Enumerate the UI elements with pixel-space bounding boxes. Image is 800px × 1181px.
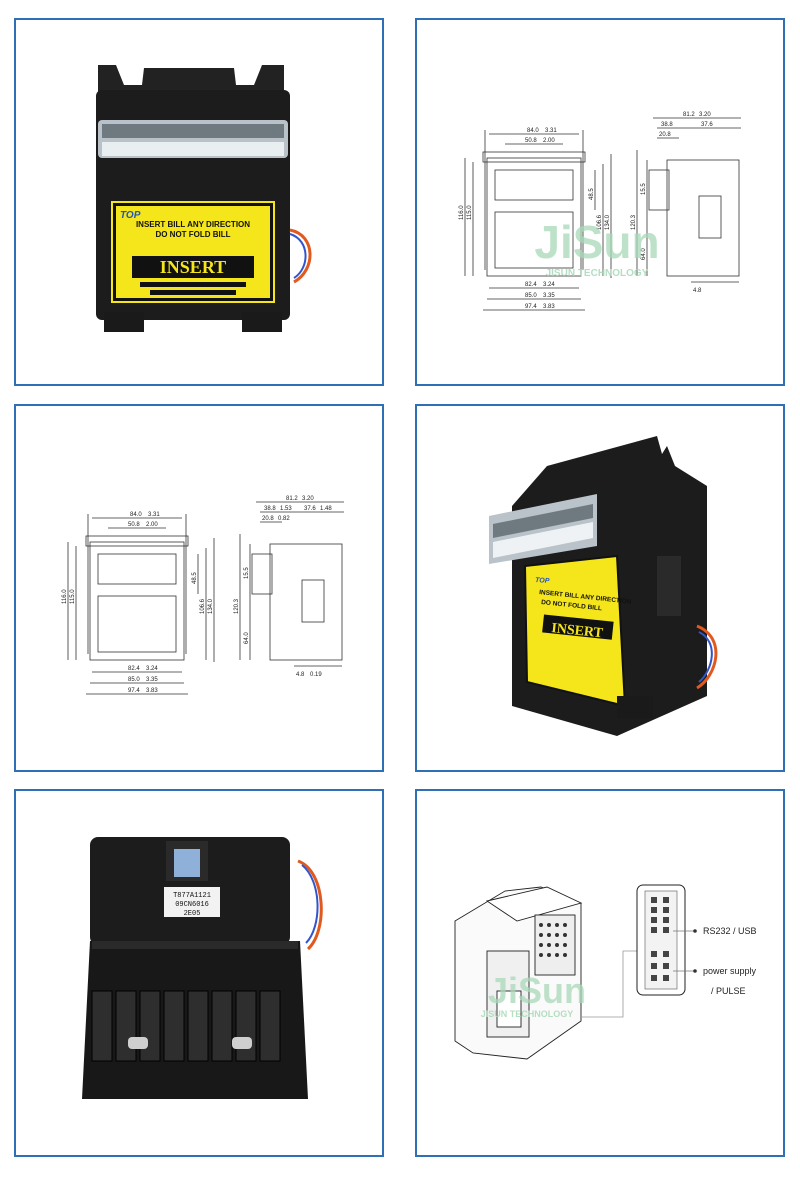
dim-120: 120.3 [631, 214, 637, 230]
dim-134: 134.0 [605, 214, 611, 230]
dim-120-b: 120.3 [234, 598, 240, 614]
dim-50: 50.8 [525, 138, 537, 144]
dim-20-in-b: 0.82 [278, 516, 290, 522]
angled-view-panel: TOP INSERT BILL ANY DIRECTION DO NOT FOL… [415, 404, 785, 772]
dim-97-b: 97.4 [128, 688, 140, 694]
dim-38-in-b: 1.53 [280, 506, 292, 512]
dim-81-in-b: 3.20 [302, 496, 314, 502]
dim-116-b: 116.0 [62, 589, 68, 604]
dim-84-b: 84.0 [130, 512, 142, 518]
dim-81: 81.2 [683, 112, 695, 118]
dim-37-b: 37.6 [304, 506, 316, 512]
dim-4: 4.8 [693, 288, 702, 294]
label-line-2: DO NOT FOLD BILL [155, 230, 230, 239]
dimension-drawing-clean: 84.0 3.31 50.8 2.00 82.4 3.24 85.0 3.35 … [62, 496, 344, 695]
dim-50-b: 50.8 [128, 522, 140, 528]
dim-20: 20.8 [659, 132, 671, 138]
dim-81-in: 3.20 [699, 112, 711, 118]
dim-97-in: 3.83 [543, 304, 555, 310]
dim-15-b: 15.5 [244, 567, 250, 579]
dim-84: 84.0 [527, 128, 539, 134]
angled-label-insert: INSERT [551, 621, 605, 641]
dim-85-in: 3.35 [543, 293, 555, 299]
dim-82-b: 82.4 [128, 666, 140, 672]
connector-diagram: JiSun JISUN TECHNOLOGY RS232 / USB power… [454, 884, 757, 1060]
dim-37: 37.6 [701, 122, 713, 128]
dim-97-in-b: 3.83 [146, 688, 158, 694]
front-view-illustration: TOP INSERT BILL ANY DIRECTION DO NOT FOL… [96, 65, 312, 332]
dimension-drawing-panel: 84.0 3.31 50.8 2.00 82.4 3.24 85.0 3.35 … [415, 18, 785, 386]
angled-label-brand: TOP [535, 577, 550, 585]
angled-view-illustration: TOP INSERT BILL ANY DIRECTION DO NOT FOL… [489, 436, 718, 736]
back-view-panel: T877A1121 09CN6016 2E05 [14, 789, 384, 1157]
label-line-1: INSERT BILL ANY DIRECTION [136, 220, 250, 229]
dim-84-in-b: 3.31 [148, 512, 160, 518]
dim-50-in-b: 2.00 [146, 522, 158, 528]
dim-82-in-b: 3.24 [146, 666, 158, 672]
dim-116: 116.0 [459, 205, 465, 220]
dim-48-b: 48.5 [192, 572, 198, 584]
back-view-illustration: T877A1121 09CN6016 2E05 [82, 837, 323, 1099]
watermark-tagline: JISUN TECHNOLOGY [546, 268, 649, 279]
dim-48: 48.5 [589, 188, 595, 200]
dimension-drawing: 84.0 3.31 50.8 2.00 82.4 3.24 85.0 3.35 … [459, 112, 741, 311]
connector-diagram-panel: JiSun JISUN TECHNOLOGY RS232 / USB power… [415, 789, 785, 1157]
dim-85-in-b: 3.35 [146, 677, 158, 683]
dim-84-in: 3.31 [545, 128, 557, 134]
dim-81-b: 81.2 [286, 496, 298, 502]
dim-50-in: 2.00 [543, 138, 555, 144]
back-label-line-3: 2E05 [184, 910, 201, 918]
dim-15: 15.5 [641, 183, 647, 195]
front-view-panel: TOP INSERT BILL ANY DIRECTION DO NOT FOL… [14, 18, 384, 386]
dim-115-b: 115.0 [70, 589, 76, 604]
dim-106-b: 106.6 [200, 598, 206, 614]
dim-106: 106.6 [597, 214, 603, 230]
dim-85: 85.0 [525, 293, 537, 299]
dim-134-b: 134.0 [208, 598, 214, 614]
label-insert: INSERT [160, 257, 226, 277]
label-pulse: / PULSE [711, 986, 746, 996]
label-rs232-usb: RS232 / USB [703, 926, 757, 936]
dim-85-b: 85.0 [128, 677, 140, 683]
dim-82-in: 3.24 [543, 282, 555, 288]
dim-64-b: 64.0 [244, 632, 250, 644]
watermark-tagline-2: JISUN TECHNOLOGY [481, 1009, 574, 1019]
dim-115: 115.0 [467, 205, 473, 220]
dim-4-b: 4.8 [296, 672, 305, 678]
dim-20-b: 20.8 [262, 516, 274, 522]
watermark-logo-2: JiSun [488, 970, 586, 1011]
back-label-line-2: 09CN6016 [175, 901, 209, 909]
label-power-supply: power supply [703, 966, 757, 976]
label-brand: TOP [120, 210, 141, 221]
dim-97: 97.4 [525, 304, 537, 310]
dim-38-b: 38.8 [264, 506, 276, 512]
watermark-logo: JiSun [534, 216, 659, 268]
dim-4-in-b: 0.19 [310, 672, 322, 678]
dim-82: 82.4 [525, 282, 537, 288]
dimension-drawing-clean-panel: 84.0 3.31 50.8 2.00 82.4 3.24 85.0 3.35 … [14, 404, 384, 772]
back-label-line-1: T877A1121 [173, 892, 211, 900]
dim-37-in-b: 1.48 [320, 506, 332, 512]
dim-38: 38.8 [661, 122, 673, 128]
dim-64: 64.0 [641, 248, 647, 260]
